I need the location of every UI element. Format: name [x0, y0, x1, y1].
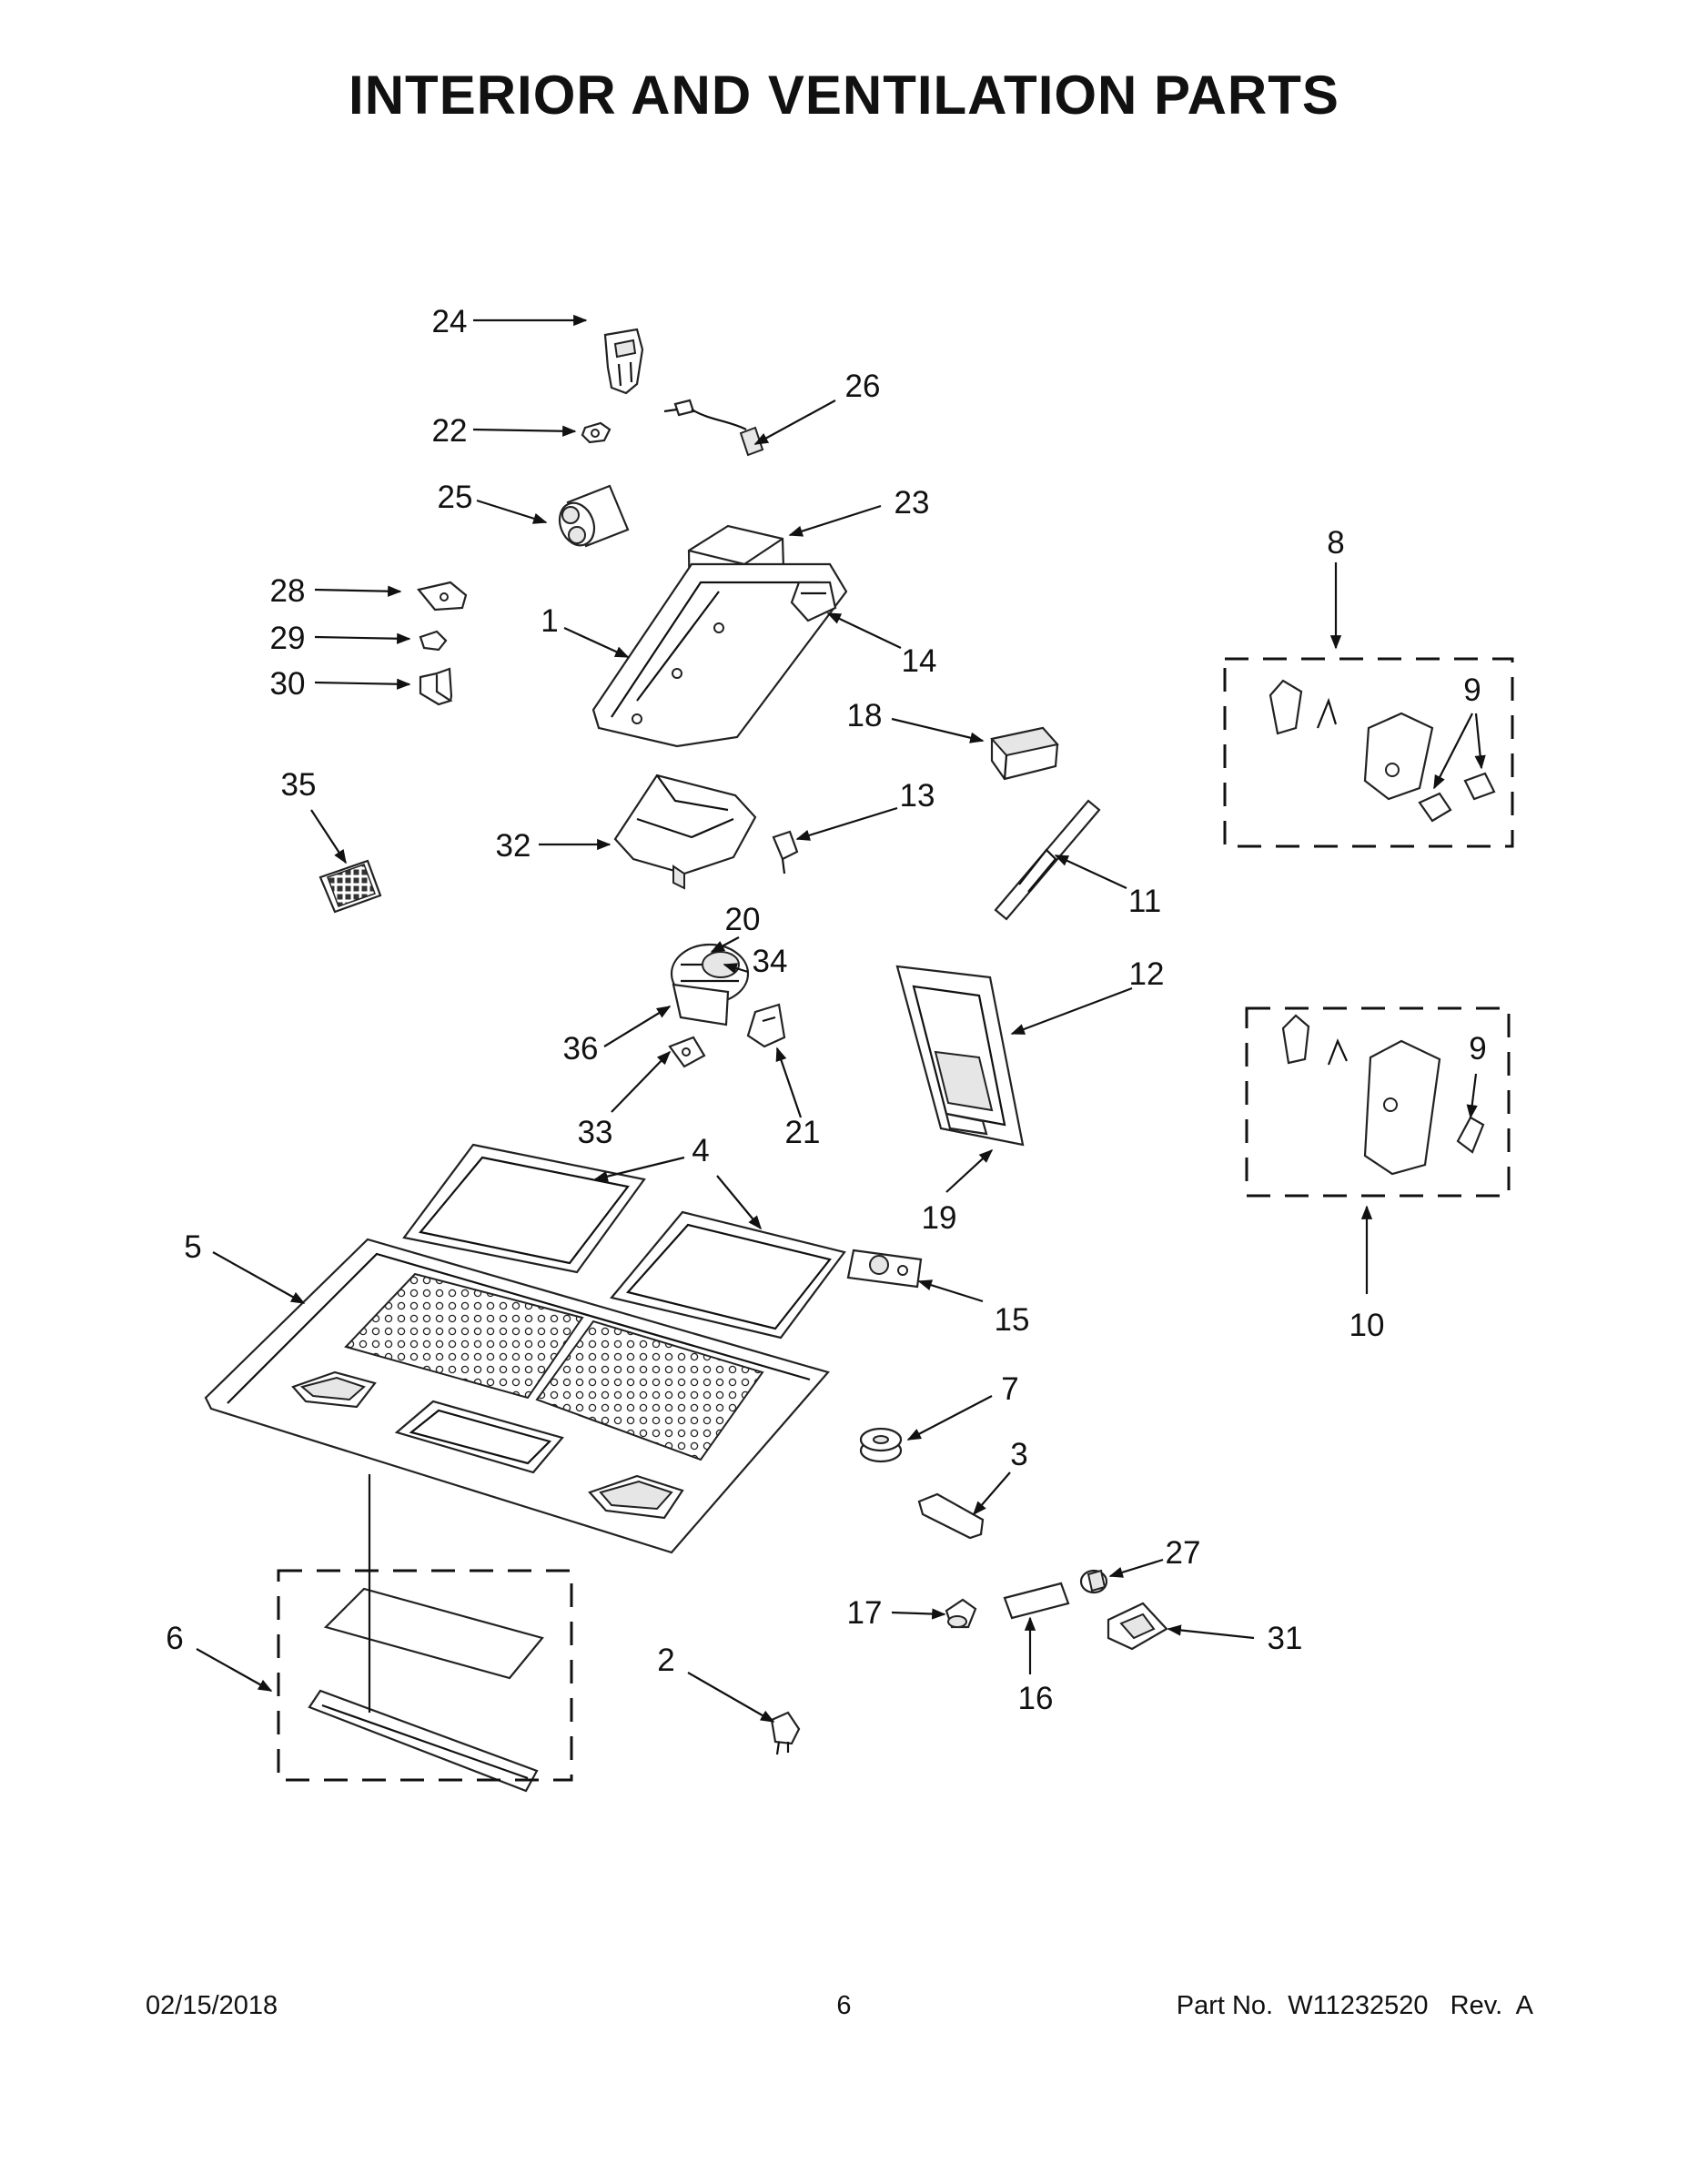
- rev-value: A: [1515, 1991, 1533, 2020]
- part-11: [994, 799, 1101, 921]
- callout-9-top: 9: [1463, 672, 1481, 708]
- part-15: [846, 1249, 923, 1289]
- callout-36: 36: [563, 1031, 599, 1067]
- footer-part-number: Part No. W11232520 Rev. A: [1177, 1991, 1533, 2021]
- callout-35: 35: [281, 767, 317, 803]
- part-10: [1281, 1014, 1441, 1176]
- callout-22: 22: [432, 413, 468, 449]
- callout-4: 4: [692, 1133, 709, 1168]
- part-31: [1107, 1602, 1168, 1651]
- callout-7: 7: [1001, 1371, 1018, 1407]
- part-28: [417, 581, 468, 612]
- callout-32: 32: [496, 828, 531, 864]
- callout-2: 2: [657, 1643, 674, 1678]
- callout-33: 33: [578, 1115, 613, 1150]
- footer-date: 02/15/2018: [146, 1991, 278, 2020]
- part-32: [613, 774, 757, 890]
- part-16: [1003, 1582, 1070, 1620]
- callout-30: 30: [270, 666, 306, 702]
- kit-6-box: [277, 1569, 573, 1782]
- callout-26: 26: [845, 369, 881, 404]
- part-4: [402, 1143, 846, 1340]
- part-34: [702, 951, 740, 978]
- callout-18: 18: [847, 698, 883, 733]
- part-6: [308, 1587, 544, 1793]
- callout-31: 31: [1268, 1621, 1303, 1656]
- page-title: INTERIOR AND VENTILATION PARTS: [349, 65, 1339, 126]
- part-13: [772, 830, 799, 875]
- callout-13: 13: [900, 778, 935, 814]
- callout-20: 20: [725, 902, 761, 937]
- part-33: [668, 1036, 706, 1068]
- callout-6: 6: [166, 1621, 183, 1656]
- part-21: [746, 1003, 786, 1048]
- part-26: [663, 399, 764, 457]
- part-19: [945, 1112, 988, 1136]
- footer-page-number: 6: [836, 1991, 852, 2020]
- kit-10-box: [1245, 1006, 1511, 1198]
- part-5: [204, 1238, 830, 1554]
- part-no-label: Part No.: [1176, 1991, 1274, 2020]
- callout-28: 28: [270, 573, 306, 609]
- part-29: [419, 630, 448, 652]
- part-36: [672, 983, 730, 1026]
- callout-3: 3: [1010, 1437, 1027, 1472]
- callout-8: 8: [1327, 525, 1344, 561]
- part-17: [945, 1598, 977, 1629]
- part-24: [603, 328, 644, 395]
- callout-19: 19: [922, 1200, 957, 1236]
- part-22: [581, 421, 612, 444]
- leader-lines: [196, 314, 1486, 1723]
- part-12: [895, 965, 1025, 1147]
- callout-9-bottom: 9: [1469, 1031, 1486, 1067]
- part-7: [859, 1427, 903, 1463]
- callout-16: 16: [1018, 1681, 1054, 1716]
- part-1: [591, 562, 848, 748]
- callout-21: 21: [785, 1115, 821, 1150]
- callout-5: 5: [184, 1229, 201, 1265]
- part-3: [917, 1492, 985, 1540]
- callout-14: 14: [902, 643, 937, 679]
- part-2: [770, 1711, 801, 1755]
- part-27: [1079, 1569, 1108, 1594]
- callout-10: 10: [1349, 1308, 1385, 1343]
- callout-11: 11: [1128, 884, 1161, 919]
- kit-8-box: [1223, 657, 1514, 848]
- callout-23: 23: [895, 485, 930, 521]
- part-9: [1418, 772, 1496, 1154]
- callout-34: 34: [753, 944, 788, 979]
- part-8: [1269, 679, 1434, 801]
- callout-17: 17: [847, 1595, 883, 1631]
- part-30: [419, 667, 453, 706]
- callout-25: 25: [438, 480, 473, 515]
- part-35: [318, 859, 382, 914]
- part-18: [990, 726, 1059, 781]
- callout-29: 29: [270, 621, 306, 656]
- callout-24: 24: [432, 304, 468, 339]
- callout-27: 27: [1166, 1535, 1201, 1571]
- callout-1: 1: [541, 603, 558, 639]
- callout-labels: 24 26 22 25 23 28 1 29 14 30 8 9 18 35 1…: [166, 304, 1486, 1716]
- rev-label: Rev.: [1450, 1991, 1503, 2020]
- part-25: [558, 484, 630, 548]
- part-14: [790, 581, 837, 622]
- callout-15: 15: [995, 1302, 1030, 1338]
- part-no-value: W11232520: [1288, 1991, 1429, 2020]
- callout-12: 12: [1129, 956, 1165, 992]
